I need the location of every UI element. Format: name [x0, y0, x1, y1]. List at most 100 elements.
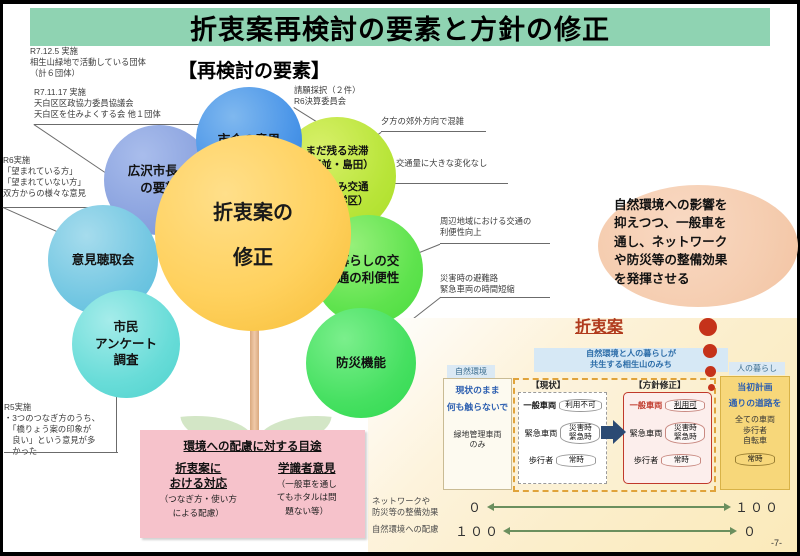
box-nature-body-1: 緑地管理車両 [453, 429, 502, 439]
annotation-right-2: 交通量に大きな変化なし [396, 158, 488, 168]
scale-network-line [493, 506, 725, 508]
box-plan-body-2: 歩行者 [743, 425, 767, 435]
leader-line-left-1 [3, 207, 99, 208]
sesshuan-title: 折衷案 [575, 319, 624, 336]
annotation-top-center: 請願採択（２件） R6決算委員会 [294, 85, 361, 107]
annotation-left-1: R6実施 「望まれている方」 「望まれていない方」 双方からの様々な意見 [3, 155, 86, 199]
page-number: -7- [771, 538, 782, 548]
row-value-line-1: 災害時 [673, 422, 697, 432]
petal-label: 意見聴取会 [71, 252, 135, 267]
scale-nature-left-value: １００ [455, 524, 501, 539]
petal-label-line: 調査 [113, 353, 139, 368]
annotation-right-3: 周辺地域における交通の 利便性向上 [440, 216, 532, 238]
row-value-chip: 常時 [661, 453, 702, 467]
annotation-top-left-2: R7.11.17 実施 天白区区政協力委員協議会 天白区を住みよくする会 他１団… [34, 87, 161, 120]
row-current-emergency-vehicle: 緊急車両 災害時 緊急時 [519, 421, 606, 444]
pink-col-left-heading-1: 折衷案に [175, 463, 222, 475]
pink-col-left-sub-1: （つなぎ方・使い方 [159, 494, 237, 505]
row-current-general-vehicle: 一般車両 利用不可 [519, 399, 606, 412]
row-revised-general-vehicle: 一般車両 利用可 [624, 399, 711, 412]
annotation-top-left-1: R7.12.5 実施 相生山緑地で活動している団体 （計６団体） [30, 46, 146, 79]
pink-col-right: 学識者意見 （一般車を通し てもホタルは問 題ない等） [257, 462, 358, 519]
petal-label-line: 市民 [113, 319, 139, 334]
peach-line-4: や防災等の整備効果 [614, 253, 728, 268]
scale-network-left-value: ０ [468, 500, 484, 515]
leader-line-right-2 [393, 183, 508, 184]
scale-network-arrow-right [724, 503, 731, 511]
box-plan-value-chip: 常時 [735, 453, 775, 467]
row-label: 歩行者 [633, 456, 659, 466]
annotation-left-2: R5実施 ・3つのつなぎ方のうち、 「橋りょう案の印象が 良い」という意見が多 … [4, 402, 100, 456]
slide-border-right [797, 0, 800, 556]
petal-label: 防災機能 [335, 355, 386, 370]
box-plan-body-3: 自転車 [743, 436, 767, 446]
kyousei-line-2: 共生する相生山のみち [590, 360, 672, 369]
pink-col-right-sub-1: （一般車を通し [276, 479, 337, 490]
scale-label-network: ネットワークや 防災等の整備効果 [372, 496, 439, 517]
center-label-line1: 折衷案の [213, 202, 293, 224]
row-value: 常時 [673, 454, 689, 464]
arrow-head [613, 420, 626, 444]
flower-diagram: 広沢市長へ の要望 意見聴取会 市民 アンケート 調査 まだ残る渋滞 （野並・島… [0, 87, 423, 465]
peach-line-2: 抑えつつ、一般車を [614, 216, 727, 231]
scale-nature-arrow-left [503, 527, 510, 535]
row-label: 緊急車両 [524, 428, 558, 438]
leader-line-left-2 [4, 452, 118, 453]
pink-box-title: 環境への配慮に対する目途 [183, 441, 322, 453]
row-value-line-2: 緊急時 [568, 431, 592, 441]
box-nature-heading-1: 現状のまま [455, 385, 500, 395]
row-label: 緊急車両 [629, 428, 663, 438]
leader-line-right-3 [440, 243, 550, 244]
row-value-chip: 利用不可 [559, 399, 602, 412]
petal-label-line: 通の利便性 [336, 271, 400, 285]
slide-border-left [0, 0, 3, 556]
heading-revised-policy: 【方針修正】 [634, 380, 686, 390]
petal-label-line: 暮らしの交 [336, 254, 400, 269]
flower-center-sesshuan-shusei[interactable]: 折衷案の 修正 [155, 135, 351, 331]
pink-col-left-heading-2: おける対応 [169, 478, 228, 491]
pink-col-left: 折衷案に おける対応 （つなぎ方・使い方 による配慮） [148, 462, 249, 519]
scale-label-nature: 自然環境への配慮 [372, 524, 439, 534]
box-plan-heading-1: 当初計画 [737, 382, 773, 392]
arrow-shaft [601, 426, 614, 439]
panel-revised-policy: 一般車両 利用可 緊急車両 災害時 緊急時 歩行者 常時 [623, 392, 712, 484]
petal-shimin-enquete[interactable]: 市民 アンケート 調査 [72, 290, 180, 398]
peach-callout-shape [598, 185, 798, 307]
petal-bousai-kinou[interactable]: 防災機能 [306, 308, 416, 418]
box-nature-body-2: のみ [469, 440, 486, 450]
red-dot-3 [705, 366, 716, 377]
panel-current-state: 一般車両 利用不可 緊急車両 災害時 緊急時 歩行者 常時 [518, 392, 607, 484]
box-plan-value: 常時 [747, 454, 763, 464]
scale-nature-arrow-right [730, 527, 737, 535]
scale-nature-right-value: ０ [743, 524, 759, 539]
pink-col-right-sub-2: てもホタルは問 [276, 492, 337, 503]
row-label: 歩行者 [528, 456, 554, 466]
row-current-pedestrian: 歩行者 常時 [519, 453, 606, 467]
box-plan-heading-2: 通りの道路を [728, 398, 782, 409]
heading-current-state: 【現状】 [531, 380, 566, 390]
kyousei-banner: 自然環境と人の暮らしが 共生する相生山のみち [534, 348, 728, 372]
box-nature-heading-2: 何も触らないで [446, 402, 509, 413]
scale-nature-line [509, 530, 731, 532]
leader-line-right-1 [381, 131, 486, 132]
row-value-chip: 常時 [556, 453, 597, 467]
row-value: 利用可 [673, 400, 697, 409]
environment-consideration-box: 環境への配慮に対する目途 折衷案に おける対応 （つなぎ方・使い方 による配慮）… [140, 430, 365, 538]
scale-network-arrow-left [487, 503, 494, 511]
row-value: 常時 [568, 454, 584, 464]
slide-border-top [0, 0, 800, 4]
pink-box-columns: 折衷案に おける対応 （つなぎ方・使い方 による配慮） 学識者意見 （一般車を通… [140, 462, 365, 519]
annotation-right-1: 夕方の郊外方向で混雑 [381, 116, 464, 126]
leader-line-right-4 [440, 297, 550, 298]
title-band [30, 8, 770, 46]
annotation-right-4: 災害時の避難路 緊急車両の時間短縮 [440, 273, 515, 295]
peach-callout-text: 自然環境への影響を 抑えつつ、一般車を 通し、ネットワーク や防災等の整備効果 … [614, 196, 786, 288]
label-human-life: 人の暮らし [729, 362, 785, 375]
section-heading: 【再検討の要素】 [178, 61, 331, 82]
peach-line-1: 自然環境への影響を [614, 198, 728, 212]
row-revised-emergency-vehicle: 緊急車両 災害時 緊急時 [624, 421, 711, 444]
page-title: 折衷案再検討の要素と方針の修正 [190, 14, 610, 45]
row-revised-pedestrian: 歩行者 常時 [624, 453, 711, 467]
red-dot-2 [703, 344, 717, 358]
